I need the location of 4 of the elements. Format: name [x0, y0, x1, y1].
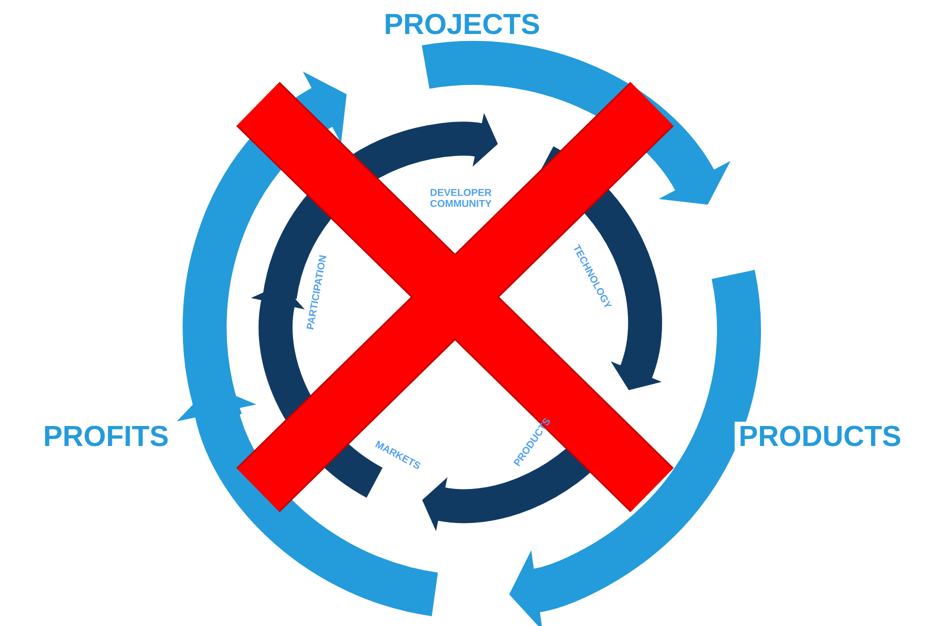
ring-label: DEVELOPER COMMUNITY [430, 188, 492, 208]
segment-label: PRODUCTS [734, 422, 906, 450]
segment-label: PROJECTS [380, 10, 544, 38]
segment-label: PROFITS [39, 422, 173, 450]
